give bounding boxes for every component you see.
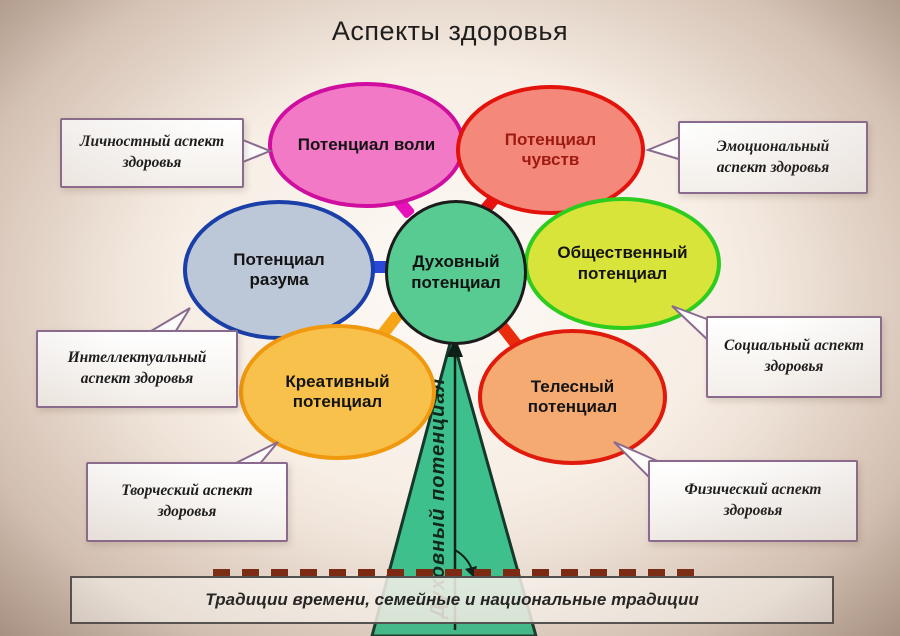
callout-physical-aspect: Физический аспект здоровья (648, 460, 858, 542)
callout-label: Физический аспект здоровья (684, 481, 822, 519)
node-label: Телесный потенциал (527, 376, 618, 416)
page-title: Аспекты здоровья (331, 16, 569, 46)
callout-social-aspect: Социальный аспект здоровья (706, 316, 882, 398)
node-label: Общественный потенциал (557, 243, 688, 283)
node-label: Потенциал разума (233, 249, 325, 289)
callout-intellectual-aspect: Интеллектуальный аспект здоровья (36, 330, 238, 408)
callout-label: Социальный аспект здоровья (724, 337, 864, 375)
node-potential-bodily: Телесный потенциал (478, 329, 667, 465)
callout-label: Интеллектуальный аспект здоровья (67, 349, 207, 387)
callout-label: Творческий аспект здоровья (121, 482, 253, 520)
trunk-label: Духовный потенциал (427, 378, 449, 620)
callout-label: Эмоциональный аспект здоровья (716, 137, 830, 176)
node-spiritual-potential: Духовный потенциал (385, 200, 527, 345)
node-label: Потенциал воли (297, 134, 436, 154)
node-potential-will: Потенциал воли (268, 82, 465, 208)
callout-creative-aspect: Творческий аспект здоровья (86, 462, 288, 542)
foundation-bar: Традиции времени, семейные и национальны… (70, 576, 834, 624)
node-label: Креативный потенциал (285, 371, 390, 411)
node-potential-public: Общественный потенциал (524, 197, 721, 330)
node-label: Потенциал чувств (504, 129, 597, 169)
foundation-label: Традиции времени, семейные и национальны… (205, 590, 699, 609)
callout-emotional-aspect: Эмоциональный аспект здоровья (678, 121, 868, 194)
node-potential-creative: Креативный потенциал (239, 324, 436, 460)
node-potential-mind: Потенциал разума (183, 200, 375, 340)
node-potential-feelings: Потенциал чувств (456, 85, 645, 215)
dashed-line (213, 569, 697, 576)
callout-personal-aspect: Личностный аспект здоровья (60, 118, 244, 188)
trunk-arrowhead-icon (447, 337, 463, 357)
callout-label: Личностный аспект здоровья (79, 133, 225, 171)
node-label: Духовный потенциал (411, 252, 501, 292)
